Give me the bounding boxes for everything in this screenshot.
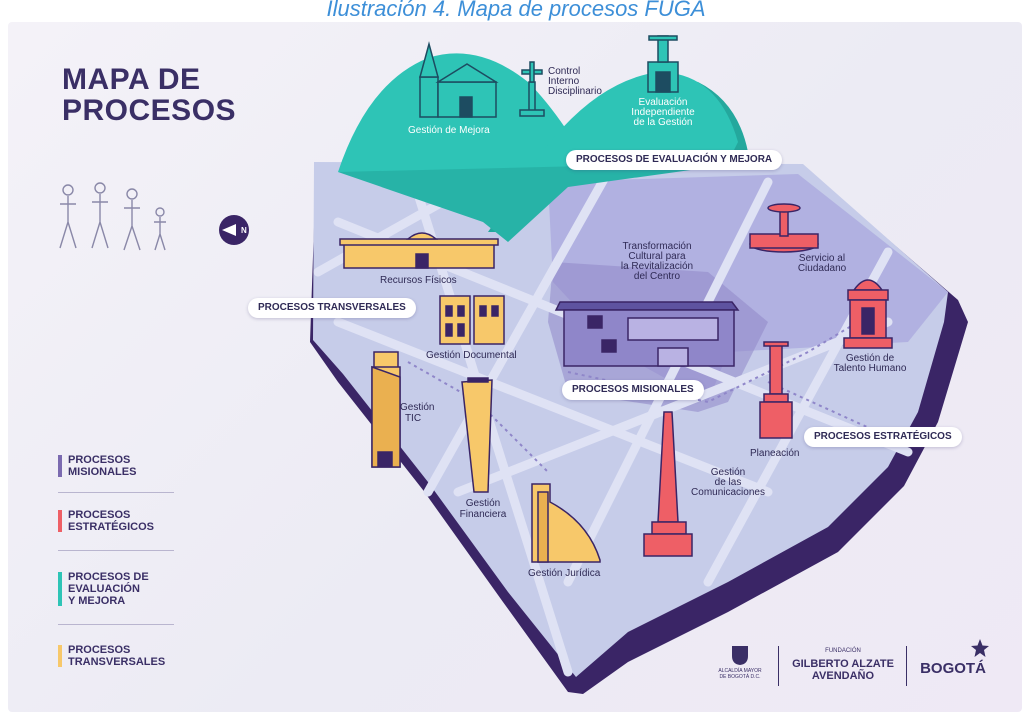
transformacion-house xyxy=(554,301,740,367)
figure-caption: Ilustración 4. Mapa de procesos FUGA xyxy=(326,0,706,21)
logo-fundacion-small: FUNDACIÓN xyxy=(825,648,861,654)
cross-monument xyxy=(519,61,545,117)
star-icon xyxy=(971,639,989,657)
alcaldia-shield-icon xyxy=(732,646,748,665)
label-recursos-fisicos: Recursos Físicos xyxy=(380,275,457,286)
label-gestion-tic: Gestión TIC xyxy=(400,402,435,424)
compass-label: N xyxy=(241,226,247,235)
pill-procesos-misionales: PROCESOS MISIONALES xyxy=(562,380,704,400)
cristo-monument xyxy=(647,35,679,93)
kiosk-building xyxy=(843,279,893,349)
process-map-poster: MAPA DE PROCESOS N Gestión de Mejora Con… xyxy=(8,22,1022,712)
legend-divider xyxy=(58,492,174,493)
label-comunicaciones: Gestión de las Comunicaciones xyxy=(691,467,765,498)
logo-bogota: BOGOTÁ xyxy=(920,660,986,677)
label-evaluacion-independiente: Evaluación Independiente de la Gestión xyxy=(631,97,695,128)
label-servicio-ciudadano: Servicio al Ciudadano xyxy=(797,253,847,274)
gestion-financiera-tower xyxy=(461,377,493,493)
pill-procesos-estrategicos: PROCESOS ESTRATÉGICOS xyxy=(804,427,962,447)
gestion-documental-building xyxy=(439,295,505,345)
people-illustration xyxy=(59,182,166,251)
label-gestion-documental: Gestión Documental xyxy=(426,350,517,361)
legend-label: PROCESOS TRANSVERSALES xyxy=(68,644,166,668)
fountain xyxy=(749,203,819,253)
recursos-fisicos-building xyxy=(339,232,499,269)
legend-divider xyxy=(58,550,174,551)
logo-divider xyxy=(778,646,779,686)
legend-label: PROCESOS DE EVALUACIÓN Y MEJORA xyxy=(68,571,149,607)
label-planeacion: Planeación xyxy=(750,448,800,459)
logo-alcaldia: ALCALDÍA MAYOR DE BOGOTÁ D.C. xyxy=(718,668,762,680)
comunicaciones-obelisk xyxy=(643,411,693,557)
legend-divider xyxy=(58,624,174,625)
label-gestion-financiera: Gestión Financiera xyxy=(459,498,507,520)
legend-swatch xyxy=(58,572,62,606)
map-illustration xyxy=(59,35,968,694)
page-title: MAPA DE PROCESOS xyxy=(62,64,236,126)
label-gestion-juridica: Gestión Jurídica xyxy=(528,568,601,579)
legend-label: PROCESOS MISIONALES xyxy=(68,454,137,478)
page-title-line-1: MAPA DE xyxy=(62,63,201,96)
logo-divider xyxy=(906,646,907,686)
compass-arrow xyxy=(222,224,236,236)
label-talento-humano: Gestión de Talento Humano xyxy=(833,353,907,374)
legend-swatch xyxy=(58,455,62,477)
logo-fundacion-name: GILBERTO ALZATE AVENDAÑO xyxy=(792,658,894,682)
hill-base xyxy=(338,162,748,242)
pill-procesos-transversales: PROCESOS TRANSVERSALES xyxy=(248,298,416,318)
label-control-interno: Control Interno Disciplinario xyxy=(548,66,602,97)
legend-label: PROCESOS ESTRATÉGICOS xyxy=(68,509,154,533)
gestion-tic-tower xyxy=(371,351,401,468)
legend-swatch xyxy=(58,645,62,667)
pill-procesos-evaluacion: PROCESOS DE EVALUACIÓN Y MEJORA xyxy=(566,150,783,170)
legend-swatch xyxy=(58,510,62,532)
label-transformacion: Transformación Cultural para la Revitali… xyxy=(620,241,694,282)
church-building xyxy=(419,41,499,118)
label-gestion-mejora: Gestión de Mejora xyxy=(408,125,490,136)
planeacion-statue xyxy=(759,341,793,439)
page-title-line-2: PROCESOS xyxy=(62,94,237,127)
gestion-juridica-building xyxy=(531,483,601,563)
